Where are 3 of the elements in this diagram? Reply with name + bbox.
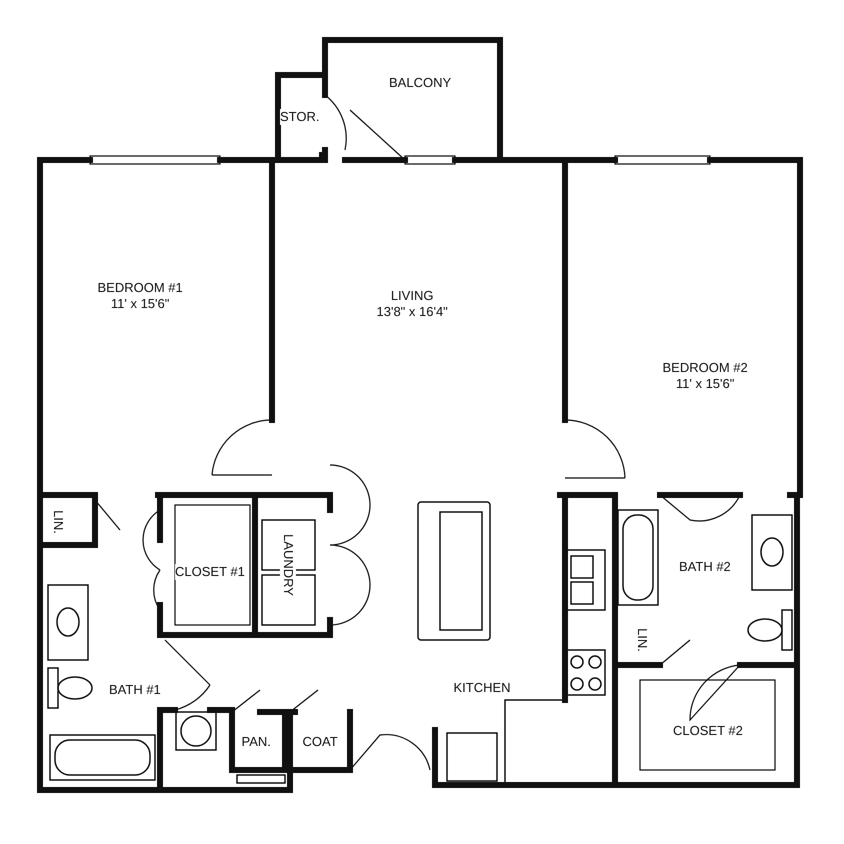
room-name: CLOSET #1 xyxy=(175,564,245,580)
room-name: STOR. xyxy=(280,109,320,125)
room-name: LAUNDRY xyxy=(280,534,296,596)
